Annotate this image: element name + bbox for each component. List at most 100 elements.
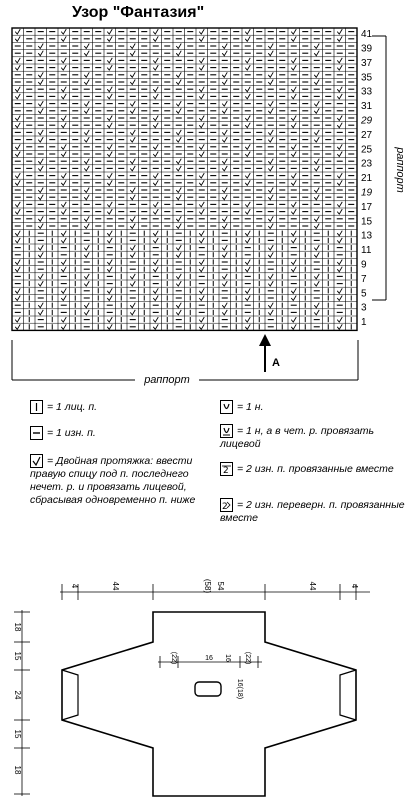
double-pull-mark bbox=[336, 86, 343, 93]
double-pull-mark bbox=[175, 43, 182, 50]
legend-p2tog-tbl: 2 = 2 изн. переверн. п. провязанные вмес… bbox=[220, 498, 405, 524]
double-pull-mark bbox=[83, 280, 90, 287]
double-pull-mark bbox=[267, 72, 274, 79]
double-pull-mark bbox=[198, 122, 205, 129]
double-pull-mark bbox=[83, 194, 90, 201]
double-pull-mark bbox=[175, 129, 182, 136]
double-pull-mark bbox=[267, 136, 274, 143]
legend-purl: = 1 изн. п. bbox=[30, 426, 96, 440]
double-pull-mark bbox=[129, 216, 136, 223]
double-pull-mark bbox=[198, 172, 205, 179]
row-number: 35 bbox=[361, 72, 373, 83]
double-pull-mark bbox=[152, 151, 159, 158]
double-pull-mark bbox=[60, 86, 67, 93]
double-pull-mark bbox=[152, 122, 159, 129]
double-pull-mark bbox=[106, 208, 113, 215]
double-pull-mark bbox=[198, 316, 205, 323]
double-pull-mark bbox=[14, 64, 21, 71]
double-pull-mark bbox=[60, 324, 67, 331]
double-pull-mark bbox=[60, 151, 67, 158]
double-pull-mark bbox=[244, 93, 251, 100]
double-pull-mark bbox=[83, 158, 90, 165]
double-pull-mark bbox=[14, 237, 21, 244]
double-pull-mark bbox=[152, 230, 159, 237]
double-pull-mark bbox=[152, 259, 159, 266]
double-pull-mark bbox=[152, 57, 159, 64]
double-pull-mark bbox=[244, 172, 251, 179]
double-pull-mark bbox=[152, 295, 159, 302]
double-pull-mark bbox=[336, 57, 343, 64]
double-pull-mark bbox=[336, 259, 343, 266]
double-pull-mark bbox=[221, 165, 228, 172]
double-pull-mark bbox=[290, 266, 297, 273]
double-pull-mark bbox=[198, 237, 205, 244]
double-pull-mark bbox=[290, 201, 297, 208]
double-pull-mark bbox=[221, 280, 228, 287]
double-pull-mark bbox=[175, 50, 182, 57]
row-number: 5 bbox=[361, 288, 367, 299]
double-pull-mark bbox=[37, 273, 44, 280]
double-pull-mark bbox=[267, 273, 274, 280]
double-pull-mark bbox=[198, 36, 205, 43]
double-pull-mark bbox=[290, 316, 297, 323]
double-pull-mark bbox=[37, 194, 44, 201]
double-pull-mark bbox=[14, 230, 21, 237]
double-pull-mark bbox=[198, 266, 205, 273]
inner-label-22-right: (22) bbox=[244, 652, 251, 664]
double-pull-mark bbox=[83, 244, 90, 251]
double-pull-mark bbox=[313, 158, 320, 165]
double-pull-mark bbox=[244, 316, 251, 323]
double-pull-mark bbox=[129, 79, 136, 86]
horizontal-repeat-label: раппорт bbox=[143, 374, 190, 386]
top-label-44-right: 44 bbox=[308, 582, 317, 591]
double-pull-mark bbox=[83, 72, 90, 79]
double-pull-mark bbox=[267, 100, 274, 107]
double-pull-mark bbox=[83, 216, 90, 223]
double-pull-mark bbox=[290, 86, 297, 93]
double-pull-mark bbox=[60, 208, 67, 215]
arrow-up-icon bbox=[259, 334, 271, 372]
double-pull-mark bbox=[37, 223, 44, 230]
double-pull-mark bbox=[60, 36, 67, 43]
double-pull-mark bbox=[106, 295, 113, 302]
legend-knit: = 1 лиц. п. bbox=[30, 400, 97, 414]
double-pull-mark bbox=[221, 50, 228, 57]
double-pull-mark bbox=[221, 216, 228, 223]
double-pull-mark bbox=[336, 230, 343, 237]
double-pull-mark bbox=[152, 201, 159, 208]
double-pull-mark bbox=[336, 115, 343, 122]
double-pull-mark bbox=[244, 259, 251, 266]
double-pull-mark bbox=[290, 93, 297, 100]
double-pull-mark bbox=[152, 36, 159, 43]
garment-schematic: 4 44 (58) 54 44 4 18 15 24 15 18 (22) 16… bbox=[13, 579, 370, 797]
double-pull-mark bbox=[175, 273, 182, 280]
double-pull-mark bbox=[290, 28, 297, 35]
double-pull-mark bbox=[244, 266, 251, 273]
double-pull-mark bbox=[83, 136, 90, 143]
double-pull-mark bbox=[267, 216, 274, 223]
row-number: 7 bbox=[361, 274, 367, 285]
double-pull-mark bbox=[37, 79, 44, 86]
legend-double: = Двойная протяжка: ввести правую спицу … bbox=[30, 454, 196, 506]
double-pull-mark bbox=[37, 129, 44, 136]
double-pull-mark bbox=[83, 100, 90, 107]
double-pull-mark bbox=[267, 108, 274, 115]
double-pull-mark bbox=[290, 237, 297, 244]
double-pull-mark bbox=[129, 194, 136, 201]
inner-label-22-left: (22) bbox=[170, 652, 177, 664]
double-pull-mark bbox=[244, 86, 251, 93]
double-pull-mark bbox=[37, 72, 44, 79]
double-pull-mark bbox=[106, 172, 113, 179]
double-pull-mark bbox=[175, 280, 182, 287]
double-pull-mark bbox=[313, 72, 320, 79]
double-pull-mark bbox=[244, 288, 251, 295]
purl-two-together-twisted-icon: 2 bbox=[220, 498, 233, 512]
double-pull-mark bbox=[14, 259, 21, 266]
double-pull-mark bbox=[106, 64, 113, 71]
double-pull-mark bbox=[106, 316, 113, 323]
double-pull-mark bbox=[129, 280, 136, 287]
double-pull-mark bbox=[267, 302, 274, 309]
double-pull-mark bbox=[83, 129, 90, 136]
double-pull-mark bbox=[221, 43, 228, 50]
